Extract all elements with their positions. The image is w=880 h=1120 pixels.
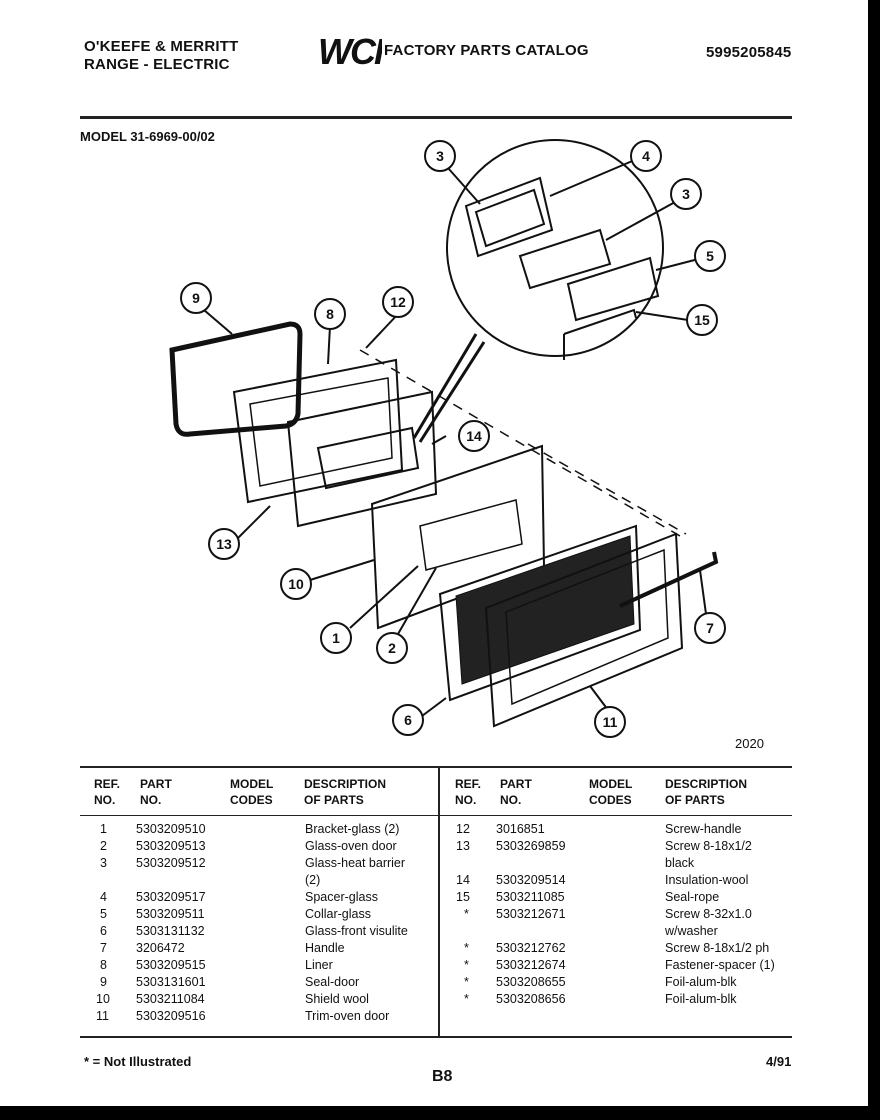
brand-line-2: RANGE - ELECTRIC (84, 56, 230, 73)
scan-border-bottom (0, 1106, 880, 1120)
col-model-codes-right: MODEL CODES (589, 777, 633, 807)
detail-spacer-glass (464, 176, 554, 258)
callout-12 (382, 286, 414, 318)
col-part-no-left: PART NO. (140, 777, 172, 807)
insulation-part (286, 390, 438, 528)
svg-text:14: 14 (466, 428, 482, 444)
callout-9 (180, 282, 212, 314)
table-bottom-rule (80, 1036, 792, 1038)
svg-text:7: 7 (706, 620, 714, 636)
svg-text:3: 3 (682, 186, 690, 202)
svg-text:10: 10 (288, 576, 304, 592)
table-divider (438, 766, 440, 1036)
callout-1 (320, 622, 352, 654)
col-part-no-right: PART NO. (500, 777, 532, 807)
catalog-title: FACTORY PARTS CATALOG (384, 42, 589, 59)
wci-logo: WCI (318, 32, 382, 70)
detail-collar-glass (566, 256, 660, 322)
col-description-left: DESCRIPTION OF PARTS (304, 777, 387, 807)
svg-text:6: 6 (404, 712, 412, 728)
not-illustrated-note: * = Not Illustrated (84, 1054, 192, 1069)
detail-magnifier (446, 139, 664, 357)
col-ref-no-left: REF. NO. (94, 777, 121, 807)
svg-text:13: 13 (216, 536, 232, 552)
callout-2 (376, 632, 408, 664)
liner-part (232, 358, 404, 504)
svg-text:8: 8 (326, 306, 334, 322)
svg-text:1: 1 (332, 630, 340, 646)
handle-part (619, 551, 719, 608)
seal-door-part (169, 321, 303, 437)
callout-7 (694, 612, 726, 644)
logo-text: WCI (318, 32, 382, 70)
exploded-diagram: 3 4 3 5 15 9 8 12 14 13 10 1 2 6 11 7 (169, 139, 726, 738)
page-number: B8 (432, 1068, 453, 1085)
callout-13 (208, 528, 240, 560)
catalog-number: 5995205845 (706, 44, 792, 61)
figure-number: 2020 (735, 736, 764, 751)
table-header-rule (80, 815, 792, 816)
model-label: MODEL 31-6969-00/02 (80, 129, 215, 144)
scan-border-right (868, 0, 880, 1120)
table-top-rule (80, 766, 792, 768)
svg-text:3: 3 (436, 148, 444, 164)
detail-seal-rope (563, 308, 637, 335)
callout-3 (670, 178, 702, 210)
callout-3-top (424, 140, 456, 172)
callout-5 (694, 240, 726, 272)
svg-text:11: 11 (603, 714, 618, 730)
svg-text:4: 4 (642, 148, 650, 164)
col-description-right: DESCRIPTION OF PARTS (665, 777, 748, 807)
trim-oven-door-part (484, 532, 684, 728)
callout-10 (280, 568, 312, 600)
svg-text:12: 12 (390, 294, 406, 310)
callout-14 (458, 420, 490, 452)
svg-text:15: 15 (694, 312, 710, 328)
svg-text:9: 9 (192, 290, 200, 306)
callout-6 (392, 704, 424, 736)
glass-front-part (438, 524, 642, 702)
svg-text:2: 2 (388, 640, 396, 656)
revision-date: 4/91 (766, 1054, 792, 1069)
callout-15 (686, 304, 718, 336)
col-model-codes-left: MODEL CODES (230, 777, 274, 807)
svg-text:5: 5 (706, 248, 714, 264)
callout-4 (630, 140, 662, 172)
callout-11 (594, 706, 626, 738)
detail-heat-barrier (518, 228, 612, 290)
header-rule (80, 116, 792, 119)
col-ref-no-right: REF. NO. (455, 777, 482, 807)
callout-8 (314, 298, 346, 330)
brand-line-1: O'KEEFE & MERRITT (84, 38, 239, 55)
